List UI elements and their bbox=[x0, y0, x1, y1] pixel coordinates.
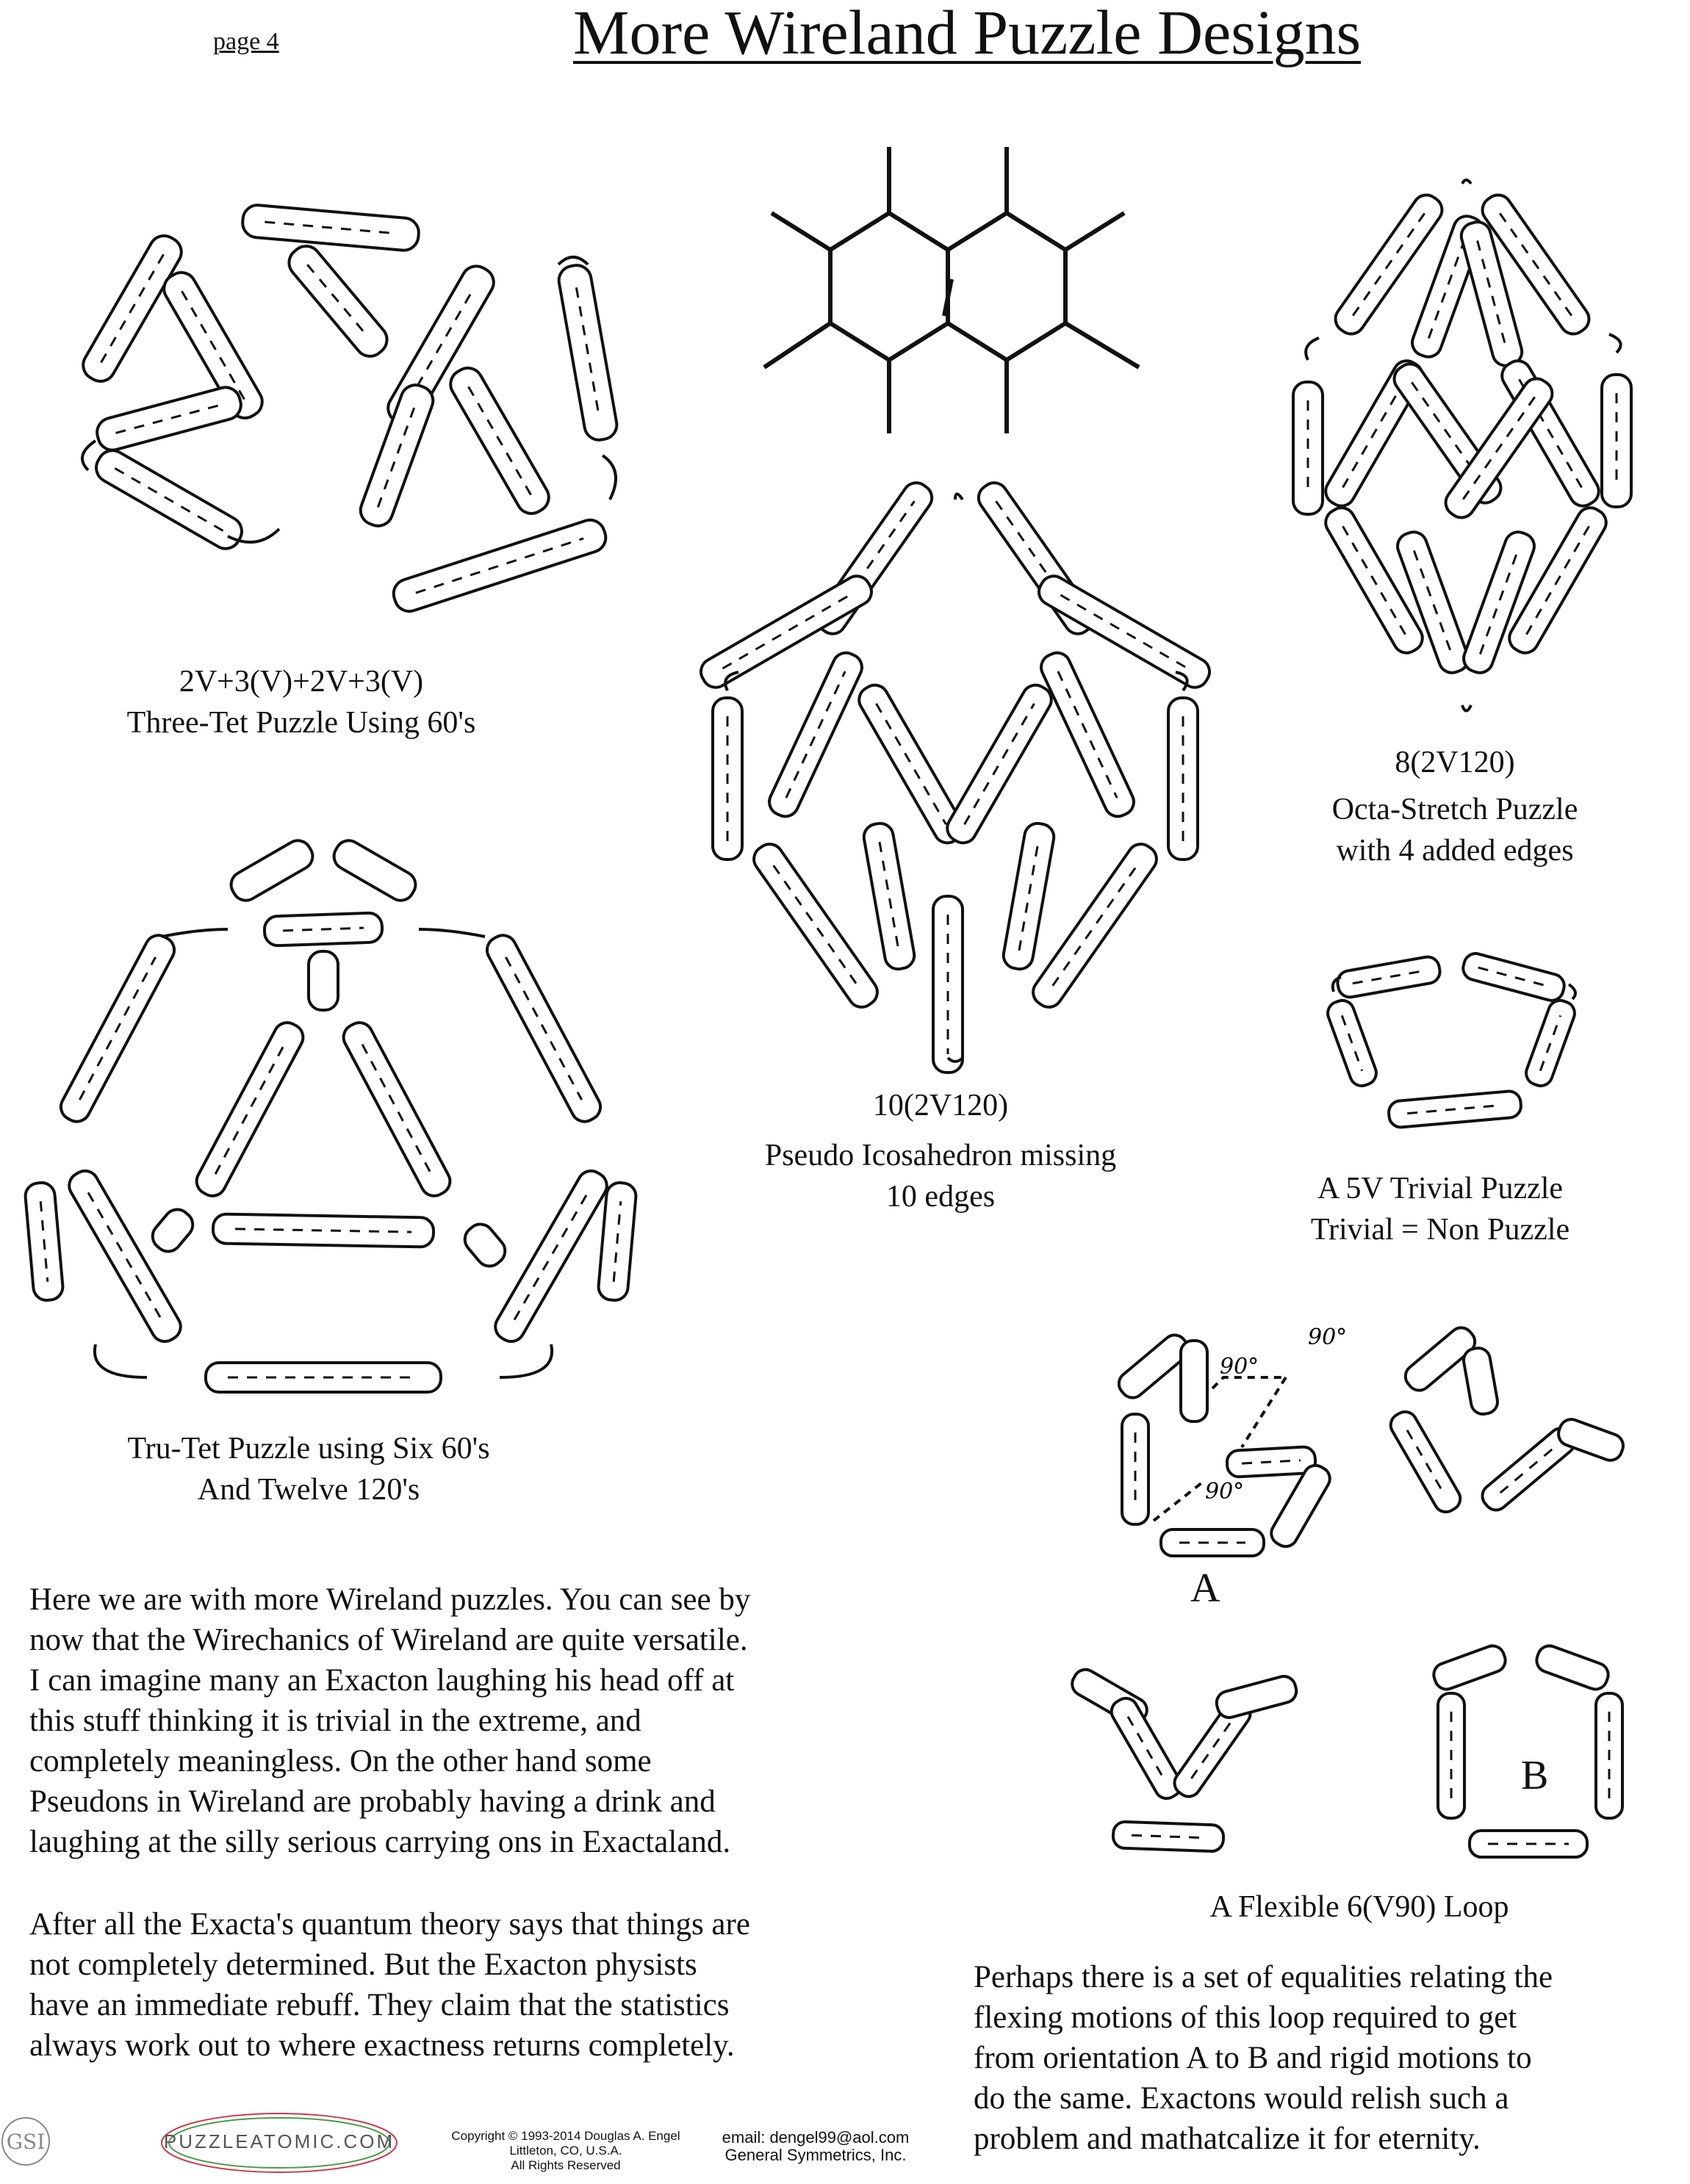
pseudo-icosahedron-name: Pseudo Icosahedron missing bbox=[764, 1139, 1117, 1172]
angle-label-2: 90° bbox=[1308, 1325, 1347, 1350]
octa-stretch-puzzle-drawing bbox=[1292, 179, 1633, 713]
trivial-5v-caption: A 5V Trivial Puzzle Trivial = Non Puzzle bbox=[1264, 1168, 1617, 1250]
contact-block: email: dengel99@aol.com General Symmetri… bbox=[694, 2129, 937, 2164]
flexible-loop-b2-drawing bbox=[1432, 1644, 1624, 1859]
three-tet-puzzle-drawing bbox=[81, 203, 619, 613]
hexagon-graph-drawing bbox=[763, 147, 1140, 433]
flexible-loop-side-drawing bbox=[1389, 1326, 1625, 1514]
orientation-b-label: B bbox=[1521, 1753, 1549, 1798]
pseudo-icosahedron-formula: 10(2V120) bbox=[872, 1089, 1009, 1122]
orientation-a-label: A bbox=[1190, 1565, 1220, 1611]
angle-label-1: 90° bbox=[1220, 1354, 1259, 1380]
octa-stretch-caption: 8(2V120) Octa-Stretch Puzzle with 4 adde… bbox=[1271, 742, 1639, 871]
copyright-line-2: Littleton, CO, U.S.A. bbox=[509, 2144, 622, 2158]
logo-ellipse-icon bbox=[161, 2113, 398, 2173]
angle-label-3: 90° bbox=[1205, 1479, 1244, 1504]
copyright-line-3: All Rights Reserved bbox=[511, 2158, 621, 2172]
pseudo-icosahedron-caption: 10(2V120) Pseudo Icosahedron missing 10 … bbox=[705, 1085, 1176, 1217]
trivial-5v-name: A 5V Trivial Puzzle bbox=[1317, 1172, 1564, 1205]
copyright-block: Copyright © 1993-2014 Douglas A. Engel L… bbox=[445, 2129, 687, 2173]
three-tet-name: Three-Tet Puzzle Using 60's bbox=[126, 706, 476, 740]
gsi-logo-text: GSI bbox=[7, 2130, 46, 2154]
logo-text: PUZZLEATOMIC.COM bbox=[163, 2130, 395, 2152]
contact-company: General Symmetrics, Inc. bbox=[724, 2146, 907, 2164]
tru-tet-name: Tru-Tet Puzzle using Six 60's bbox=[127, 1432, 490, 1466]
pseudo-icosahedron-note: 10 edges bbox=[885, 1180, 996, 1214]
rod-group bbox=[81, 203, 619, 613]
body-paragraph-2: After all the Exacta's quantum theory sa… bbox=[29, 1907, 750, 2063]
trivial-5v-puzzle-drawing bbox=[1326, 952, 1577, 1129]
three-tet-formula: 2V+3(V)+2V+3(V) bbox=[179, 665, 424, 699]
pseudo-icosahedron-drawing bbox=[700, 481, 1211, 1074]
flexible-loop-b1-drawing bbox=[1071, 1668, 1298, 1853]
tru-tet-note: And Twelve 120's bbox=[197, 1473, 420, 1507]
contact-email[interactable]: email: dengel99@aol.com bbox=[722, 2128, 910, 2147]
tru-tet-puzzle-drawing bbox=[24, 839, 638, 1394]
gsi-logo-icon: GSI bbox=[1, 2117, 50, 2166]
body-paragraph-1: Here we are with more Wireland puzzles. … bbox=[29, 1582, 751, 1859]
tru-tet-caption: Tru-Tet Puzzle using Six 60's And Twelve… bbox=[44, 1428, 573, 1510]
puzzleatomic-logo[interactable]: PUZZLEATOMIC.COM bbox=[158, 2110, 400, 2176]
three-tet-caption: 2V+3(V)+2V+3(V) Three-Tet Puzzle Using 6… bbox=[44, 661, 558, 743]
octa-stretch-formula: 8(2V120) bbox=[1395, 746, 1515, 779]
octa-stretch-note: with 4 added edges bbox=[1336, 834, 1574, 868]
octa-stretch-name: Octa-Stretch Puzzle bbox=[1331, 793, 1578, 826]
page-number: page 4 bbox=[213, 28, 279, 55]
flexible-loop-caption: A Flexible 6(V90) Loop bbox=[1209, 1890, 1509, 1924]
copyright-line-1: Copyright © 1993-2014 Douglas A. Engel bbox=[451, 2129, 680, 2143]
body-paragraph-3: Perhaps there is a set of equalities rel… bbox=[974, 1960, 1553, 2156]
page-title: More Wireland Puzzle Designs bbox=[573, 0, 1362, 68]
trivial-5v-note: Trivial = Non Puzzle bbox=[1310, 1213, 1570, 1247]
flexible-loop-a-drawing: 90° 90° 90° bbox=[1117, 1325, 1347, 1557]
